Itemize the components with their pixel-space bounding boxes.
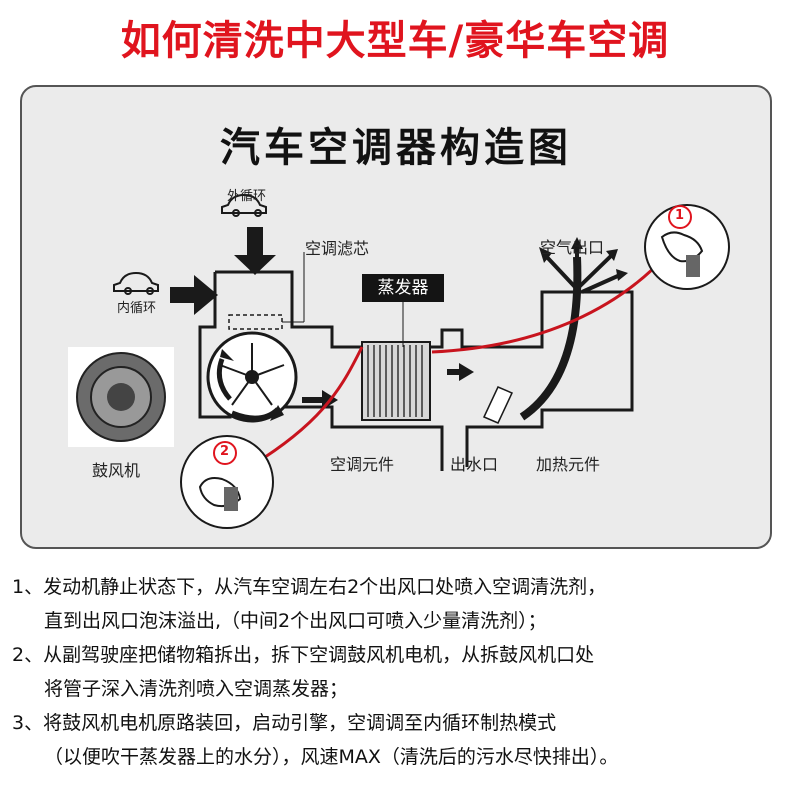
blower-photo (68, 347, 174, 447)
marker-two: 2 (220, 444, 229, 459)
label-drain: 出水口 (450, 451, 498, 475)
label-heater: 加热元件 (536, 451, 600, 475)
step-1-line-1: 1、发动机静止状态下，从汽车空调左右2个出风口处喷入空调清洗剂， (12, 570, 782, 604)
page-title: 如何清洗中大型车/豪华车空调 (0, 8, 790, 66)
label-inner-loop: 内循环 (117, 297, 156, 316)
step-2-line-1: 2、从副驾驶座把储物箱拆出，拆下空调鼓风机电机，从拆鼓风机口处 (12, 638, 782, 672)
step-1-line-2: 直到出风口泡沫溢出,（中间2个出风口可喷入少量清洗剂）； (12, 604, 782, 638)
spray-can-1 (645, 205, 729, 289)
label-outer-loop: 外循环 (227, 185, 266, 204)
fan-shape (208, 333, 296, 421)
ac-structure-diagram: 汽车空调器构造图 外循环 空调滤芯 内循环 蒸发器 空气出口 鼓风机 空调元件 … (20, 85, 772, 549)
label-ac-component: 空调元件 (330, 451, 394, 475)
inner-loop-arrow (170, 275, 218, 315)
step-3-line-1: 3、将鼓风机电机原路装回，启动引擎，空调调至内循环制热模式 (12, 706, 782, 740)
evaporator-shape (362, 302, 430, 420)
heater-shape (484, 387, 512, 423)
car-icon-inner (114, 273, 158, 294)
label-blower: 鼓风机 (92, 457, 140, 481)
instruction-steps: 1、发动机静止状态下，从汽车空调左右2个出风口处喷入空调清洗剂， 直到出风口泡沫… (12, 570, 782, 774)
step-3-line-2: （以便吹干蒸发器上的水分），风速MAX（清洗后的污水尽快排出）。 (12, 740, 782, 774)
label-air-outlet: 空气出口 (540, 234, 604, 258)
diagram-title: 汽车空调器构造图 (22, 115, 770, 173)
marker-one: 1 (675, 208, 684, 223)
flow-arrow-2 (447, 363, 474, 381)
label-evaporator: 蒸发器 (362, 274, 444, 302)
filter-shape (229, 315, 282, 329)
label-filter: 空调滤芯 (305, 235, 369, 259)
step-2-line-2: 将管子深入清洗剂喷入空调蒸发器； (12, 672, 782, 706)
outer-loop-arrow (234, 227, 276, 275)
